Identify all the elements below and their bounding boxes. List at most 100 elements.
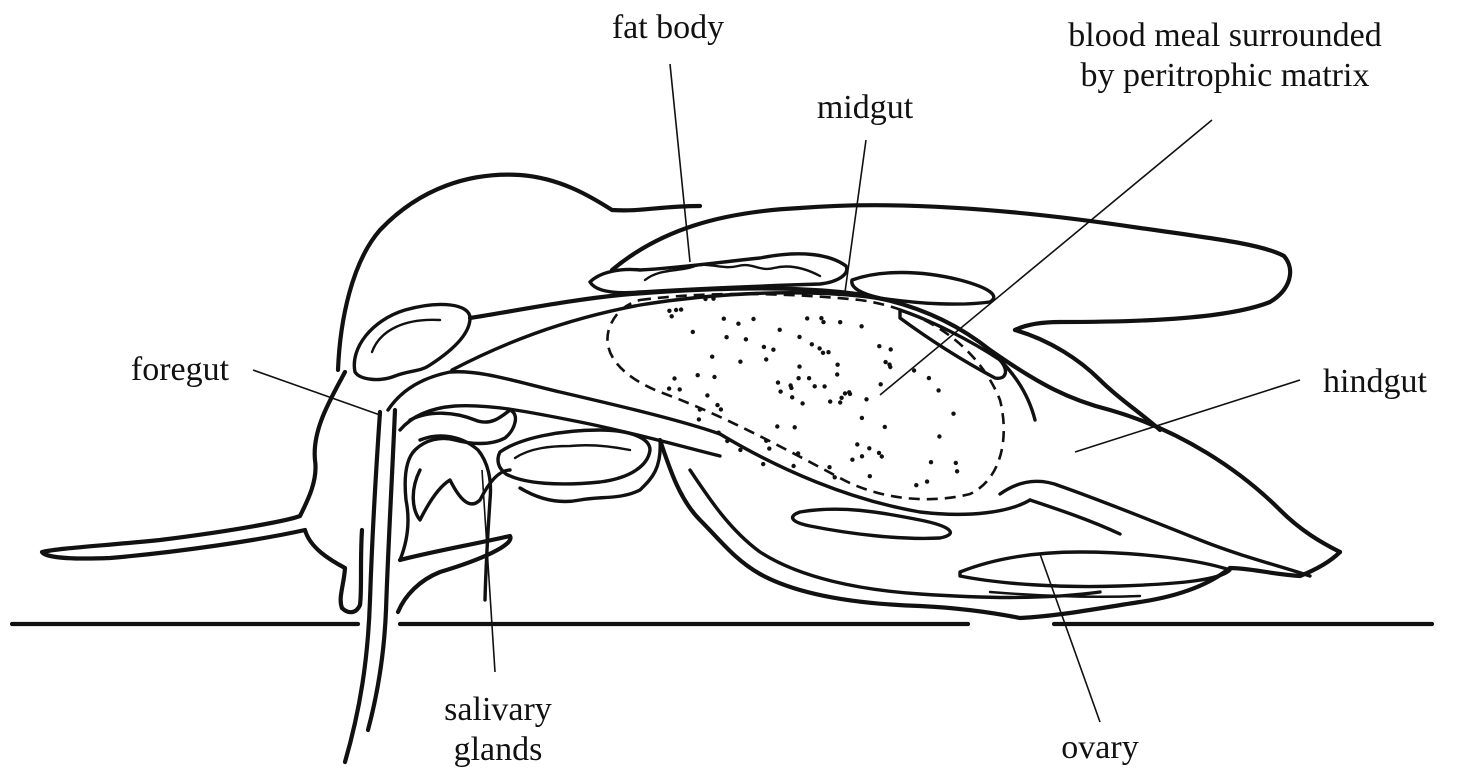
foregut-tube (388, 372, 720, 434)
blood-meal-dot (883, 360, 887, 364)
blood-meal-dot (703, 297, 707, 301)
body-ventral-inner (690, 470, 1100, 598)
label-foregut: foregut (110, 350, 250, 390)
blood-meal-dot (776, 380, 780, 384)
blood-meal-dot (850, 458, 854, 462)
blood-meal-dots (667, 297, 959, 488)
midgut-lower-wall (720, 434, 1030, 514)
blood-meal-dot (880, 454, 884, 458)
blood-meal-dot (839, 396, 843, 400)
blood-meal-dot (819, 316, 823, 320)
blood-meal-dot (670, 314, 674, 318)
leader-ovary (1040, 554, 1100, 722)
blood-meal-dot (821, 320, 825, 324)
label-fat-body: fat body (578, 8, 758, 48)
blood-meal-dot (771, 348, 775, 352)
label-hindgut: hindgut (1300, 362, 1450, 402)
salivary-gland-body (498, 430, 650, 484)
midgut-wall (452, 293, 1035, 420)
blood-meal-dot (791, 464, 795, 468)
wing-outline (612, 205, 1290, 330)
blood-meal-dot (821, 351, 825, 355)
head-capsule-inner (372, 320, 440, 352)
blood-meal-dot (764, 439, 768, 443)
blood-meal-dot (936, 388, 940, 392)
leader-blood-meal (880, 120, 1212, 395)
blood-meal-dot (744, 337, 748, 341)
blood-meal-dot (719, 407, 723, 411)
blood-meal-dot (888, 365, 892, 369)
blood-meal-dot (796, 451, 800, 455)
label-blood-meal-line1: blood meal surrounded (1020, 16, 1430, 56)
blood-meal-dot (810, 342, 814, 346)
blood-meal-dot (790, 395, 794, 399)
blood-meal-dot (762, 345, 766, 349)
blood-meal-dot (889, 347, 893, 351)
blood-meal-dot (711, 297, 715, 301)
blood-meal-dot (817, 346, 821, 350)
blood-meal-dot (859, 324, 863, 328)
blood-meal-dot (883, 425, 887, 429)
blood-meal-dot (691, 330, 695, 334)
blood-meal-dot (775, 424, 779, 428)
blood-meal-dot (929, 460, 933, 464)
blood-meal-dot (679, 307, 683, 311)
blood-meal-dot (860, 454, 864, 458)
blood-meal-dot (800, 401, 804, 405)
blood-meal-dot (914, 483, 918, 487)
blood-meal-dot (879, 382, 883, 386)
blood-meal-dot (864, 397, 868, 401)
blood-meal-dot (751, 317, 755, 321)
blood-meal-dot (835, 363, 839, 367)
blood-meal-dot (778, 389, 782, 393)
blood-meal-dot (868, 474, 872, 478)
blood-meal-dot (712, 375, 716, 379)
blood-meal-dot (667, 386, 671, 390)
blood-meal-dot (672, 376, 676, 380)
blood-meal-dot (838, 400, 842, 404)
blood-meal-dot (833, 475, 837, 479)
blood-meal-dot (807, 376, 811, 380)
blood-meal-dot (954, 461, 958, 465)
peritrophic-matrix (607, 294, 1003, 499)
blood-meal-dot (788, 383, 792, 387)
blood-meal-dot (828, 399, 832, 403)
blood-meal-dot (860, 416, 864, 420)
blood-meal-dot (805, 316, 809, 320)
blood-meal-dot (724, 335, 728, 339)
label-blood-meal: blood meal surrounded by peritrophic mat… (1020, 16, 1430, 96)
blood-meal-dot (835, 372, 839, 376)
blood-meal-dot (797, 335, 801, 339)
label-ovary: ovary (1030, 728, 1170, 768)
blood-meal-dot (736, 322, 740, 326)
blood-meal-dot (715, 403, 719, 407)
blood-meal-dot (738, 360, 742, 364)
label-blood-meal-line2: by peritrophic matrix (1020, 56, 1430, 96)
blood-meal-dot (925, 479, 929, 483)
blood-meal-dot (822, 384, 826, 388)
label-salivary-line2: glands (418, 730, 578, 770)
blood-meal-dot (955, 469, 959, 473)
blood-meal-dot (698, 407, 702, 411)
blood-meal-dot (674, 308, 678, 312)
blood-meal-dot (796, 376, 800, 380)
salivary-lobes (413, 470, 510, 520)
blood-meal-dot (667, 309, 671, 313)
thorax-ventral-outline (42, 372, 345, 608)
label-salivary-glands: salivary glands (418, 690, 578, 770)
blood-meal-dot (951, 412, 955, 416)
label-salivary-line1: salivary (418, 690, 578, 730)
blood-meal-dot (778, 328, 782, 332)
leader-midgut (845, 140, 866, 292)
blood-meal-dot (696, 373, 700, 377)
blood-meal-dot (793, 425, 797, 429)
blood-meal-dot (678, 387, 682, 391)
blood-meal-dot (764, 357, 768, 361)
blood-meal-dot (927, 376, 931, 380)
blood-meal-dot (838, 320, 842, 324)
hindgut-wall-lower (1030, 500, 1120, 534)
blood-meal-dot (722, 317, 726, 321)
blood-meal-dot (847, 390, 851, 394)
body-dorsal-outline (470, 288, 1340, 552)
